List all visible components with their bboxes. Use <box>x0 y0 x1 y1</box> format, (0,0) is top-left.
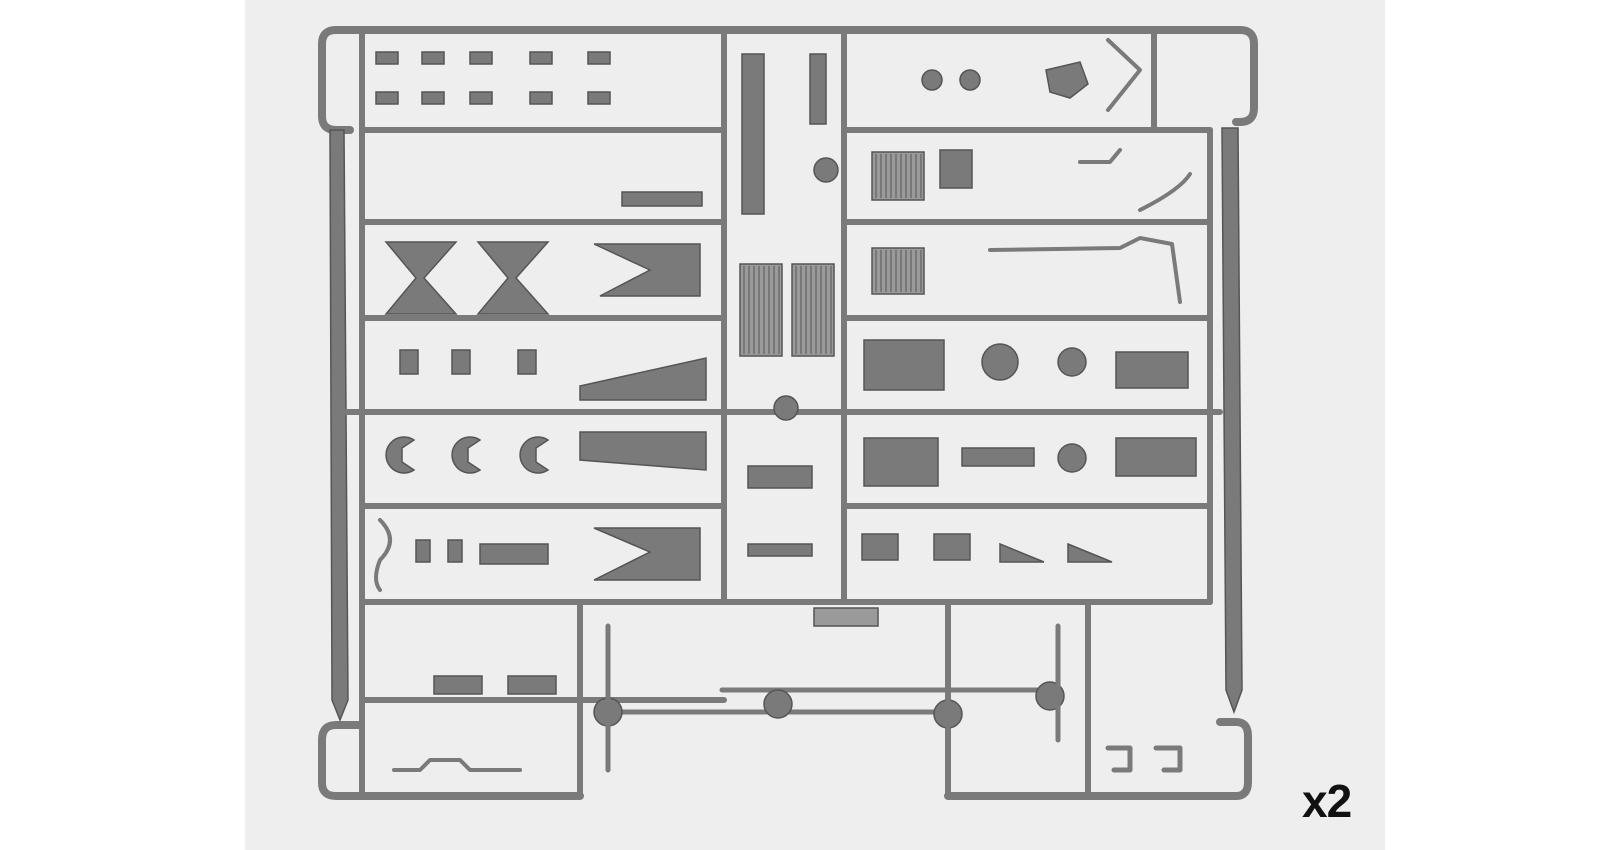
curved-pipe-part <box>1138 172 1192 212</box>
bracket-block-1 <box>861 533 899 561</box>
triangle-plate-2 <box>1067 542 1113 563</box>
spring-part-1 <box>507 675 557 695</box>
top-small-part-0 <box>375 51 399 65</box>
battery-box-upper <box>1115 351 1189 389</box>
bracket-part <box>1045 61 1089 99</box>
manufacturer-logo-tag <box>813 607 879 627</box>
top-small-part-1 <box>421 51 445 65</box>
wiggle-rod-part <box>374 518 392 592</box>
battery-box-lower <box>1115 437 1197 477</box>
mudguard-lower <box>593 527 701 581</box>
triangle-plate-1 <box>999 542 1045 563</box>
top-small-part-lower-4 <box>587 91 611 105</box>
bottom-left-tab-1 <box>415 539 431 563</box>
c-shaped-part-2 <box>519 436 550 474</box>
sprue-outer-frame-top <box>318 26 1258 134</box>
sphere-part-2 <box>959 69 981 91</box>
bracket-block-2 <box>933 533 971 561</box>
c-shaped-part-0 <box>385 436 416 474</box>
folded-rod-part <box>1106 38 1142 112</box>
top-small-part-lower-2 <box>469 91 493 105</box>
wheel-hub-2 <box>1057 347 1087 377</box>
top-small-part-2 <box>469 51 493 65</box>
bowtie-bracket-right <box>476 241 550 315</box>
tread-plate-left <box>739 263 783 357</box>
top-small-part-3 <box>529 51 553 65</box>
mudguard-upper <box>593 243 701 297</box>
sprue-outer-frame-bottom-left <box>318 721 584 800</box>
top-small-part-lower-1 <box>421 91 445 105</box>
exhaust-pipe-part <box>988 236 1182 304</box>
gear-part <box>813 157 839 183</box>
long-strip-part-2 <box>809 53 827 125</box>
differential-housing-center <box>763 689 793 719</box>
center-hub-part <box>773 395 799 421</box>
cable-part <box>392 758 522 772</box>
pipe-fragment <box>1078 148 1122 164</box>
bottom-left-bracket <box>479 543 549 565</box>
bottom-left-tab-2 <box>447 539 463 563</box>
bowtie-bracket-left <box>384 241 458 315</box>
spring-part-0 <box>433 675 483 695</box>
stand-part-1 <box>451 349 471 375</box>
manifold-part <box>961 447 1035 467</box>
axle-mount-part <box>747 465 813 489</box>
sprue-outer-frame-bottom-right <box>944 718 1252 800</box>
c-shaped-part-1 <box>451 436 482 474</box>
stand-part-2 <box>517 349 537 375</box>
fender-panel-lower <box>579 431 707 471</box>
stand-part-0 <box>399 349 419 375</box>
top-small-part-lower-3 <box>529 91 553 105</box>
quantity-multiplier-label: x2 <box>1302 775 1352 827</box>
top-small-part-4 <box>587 51 611 65</box>
sprue-photo-background <box>245 0 1385 850</box>
top-small-part-lower-0 <box>375 91 399 105</box>
step-plate <box>621 191 703 207</box>
wheel-hub-1 <box>981 343 1019 381</box>
right-chassis-rail <box>1221 127 1243 715</box>
left-chassis-rail <box>329 129 349 723</box>
hook-part-2 <box>1153 745 1183 773</box>
sphere-part-1 <box>921 69 943 91</box>
cross-member-part <box>747 543 813 557</box>
fender-panel-upper <box>579 357 707 401</box>
hook-part-1 <box>1105 745 1133 773</box>
engine-block-upper <box>863 339 945 391</box>
tread-plate-right <box>791 263 835 357</box>
wheel-hub-3 <box>1057 443 1087 473</box>
engine-block-lower <box>863 437 939 487</box>
small-housing-part <box>939 149 973 189</box>
long-strip-part-1 <box>741 53 765 215</box>
